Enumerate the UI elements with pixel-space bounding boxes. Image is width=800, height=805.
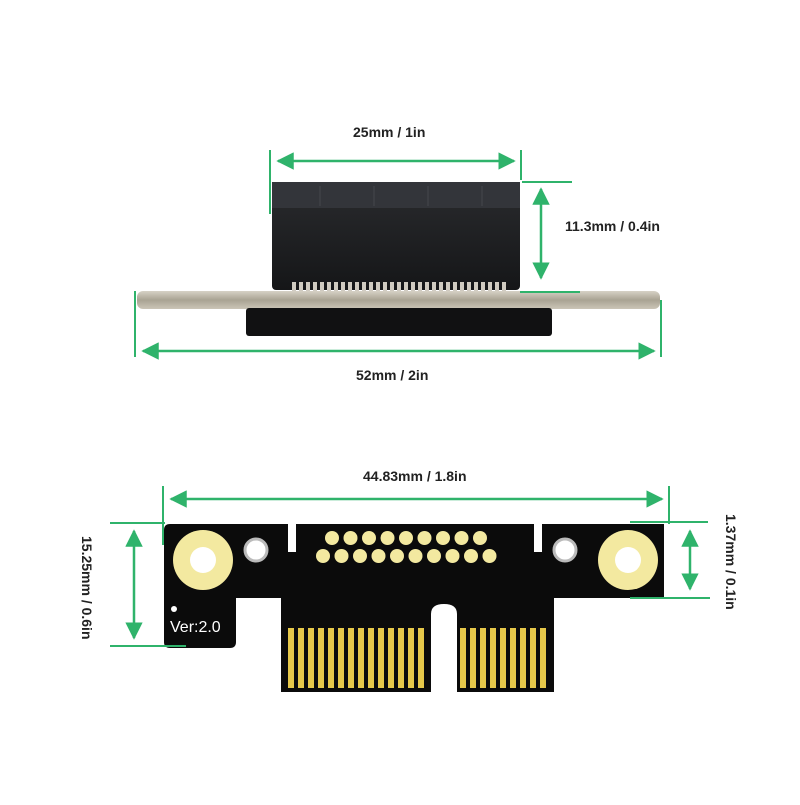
connector-pin <box>299 282 303 291</box>
mount-pad-left <box>173 530 233 590</box>
solder-pad <box>482 549 497 563</box>
underside-board <box>246 308 552 336</box>
gold-contact <box>510 628 516 688</box>
connector-pin <box>474 282 478 291</box>
connector-pin <box>488 282 492 291</box>
gold-contact <box>520 628 526 688</box>
bottom-view <box>110 486 710 692</box>
label-pcb-height: 15.25mm / 0.6in <box>79 536 95 640</box>
via-hole-right <box>552 537 578 563</box>
connector-pin <box>453 282 457 291</box>
top-view <box>134 150 662 360</box>
pad-array <box>316 531 497 563</box>
gold-contact <box>348 628 354 688</box>
connector-pin <box>446 282 450 291</box>
connector-pin <box>397 282 401 291</box>
slot-connector <box>272 182 520 290</box>
label-bracket-width: 52mm / 2in <box>356 367 429 383</box>
solder-pad <box>353 549 367 563</box>
gold-contact <box>378 628 384 688</box>
connector-pin <box>355 282 359 291</box>
connector-pins <box>292 186 506 291</box>
gold-contact <box>308 628 314 688</box>
gold-contact <box>480 628 486 688</box>
connector-pin <box>362 282 366 291</box>
solder-pad <box>436 531 450 545</box>
connector-pin <box>306 282 310 291</box>
gold-contact <box>388 628 394 688</box>
marker-dot <box>171 606 177 612</box>
solder-pad <box>334 549 349 563</box>
solder-pad <box>417 531 432 545</box>
label-top-width: 25mm / 1in <box>353 124 426 140</box>
connector-pin <box>348 282 352 291</box>
solder-pad <box>371 549 386 563</box>
connector-pin <box>404 282 408 291</box>
connector-pin <box>390 282 394 291</box>
solder-pad <box>445 549 460 563</box>
connector-pin <box>418 282 422 291</box>
connector-pin <box>460 282 464 291</box>
connector-top-face <box>272 182 520 208</box>
label-connector-height: 11.3mm / 0.4in <box>565 218 660 234</box>
solder-pad <box>464 549 478 563</box>
gold-contact <box>530 628 536 688</box>
solder-pad <box>343 531 358 545</box>
connector-pin <box>334 282 338 291</box>
connector-pin <box>495 282 499 291</box>
connector-pin <box>481 282 485 291</box>
solder-pad <box>390 549 404 563</box>
via-hole-left <box>243 537 269 563</box>
connector-pin <box>432 282 436 291</box>
connector-pin <box>369 282 373 291</box>
solder-pad <box>380 531 395 545</box>
gold-contact <box>298 628 304 688</box>
gold-contact <box>368 628 374 688</box>
gold-contact <box>358 628 364 688</box>
solder-pad <box>325 531 339 545</box>
solder-pad <box>362 531 376 545</box>
connector-pin <box>425 282 429 291</box>
connector-pin <box>341 282 345 291</box>
connector-pin <box>383 282 387 291</box>
label-ear-height: 1.37mm / 0.1in <box>723 514 739 610</box>
solder-pad <box>427 549 441 563</box>
connector-pin <box>313 282 317 291</box>
connector-pin <box>411 282 415 291</box>
gold-contact <box>540 628 546 688</box>
connector-pin <box>439 282 443 291</box>
version-label: Ver:2.0 <box>170 619 221 636</box>
gold-contact <box>408 628 414 688</box>
gold-contact <box>500 628 506 688</box>
solder-pad <box>473 531 487 545</box>
gold-contact <box>418 628 424 688</box>
gold-contact <box>398 628 404 688</box>
connector-pin <box>467 282 471 291</box>
gold-contact <box>338 628 344 688</box>
gold-contacts <box>288 628 546 688</box>
solder-pad <box>408 549 423 563</box>
gold-contact <box>328 628 334 688</box>
solder-pad <box>316 549 330 563</box>
gold-contact <box>460 628 466 688</box>
solder-pad <box>454 531 469 545</box>
gold-contact <box>318 628 324 688</box>
mounting-bracket <box>137 291 660 309</box>
gold-contact <box>288 628 294 688</box>
label-pcb-width: 44.83mm / 1.8in <box>363 468 467 484</box>
connector-pin <box>502 282 506 291</box>
mount-pad-right <box>598 530 658 590</box>
connector-pin <box>376 282 380 291</box>
gold-contact <box>490 628 496 688</box>
connector-pin <box>292 282 296 291</box>
solder-pad <box>399 531 413 545</box>
gold-contact <box>470 628 476 688</box>
connector-pin <box>320 282 324 291</box>
connector-pin <box>327 282 331 291</box>
